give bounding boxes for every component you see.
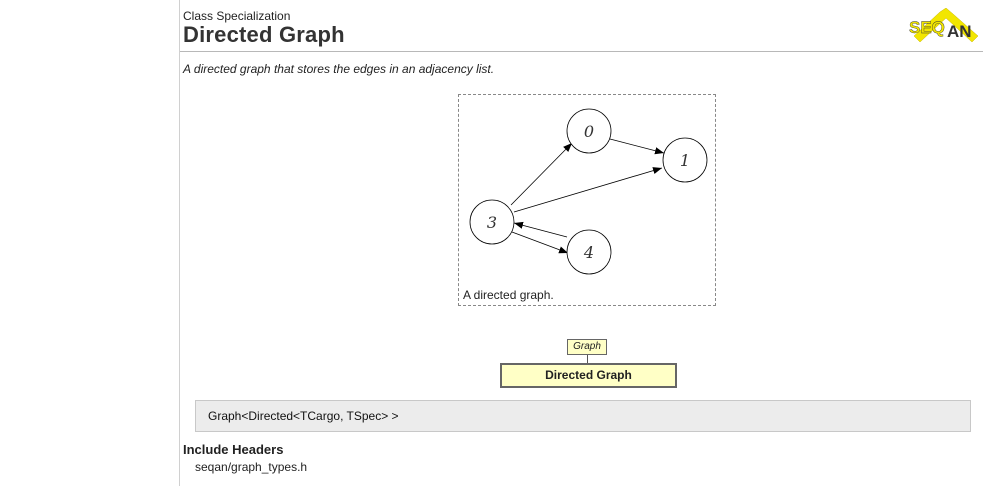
- node-3-label: 3: [487, 213, 497, 232]
- logo-text-an: AN: [947, 22, 972, 41]
- seqan-logo-icon: SEQ AN: [909, 7, 979, 43]
- hierarchy-self-directed-graph: Directed Graph: [500, 363, 677, 388]
- node-3: [469, 199, 515, 245]
- hierarchy-parent-graph[interactable]: Graph: [567, 339, 607, 355]
- edge-0-to-1: [609, 138, 665, 155]
- left-border: [179, 0, 180, 486]
- logo-text-seq: SEQ: [909, 18, 945, 37]
- edge-3-to-1: [513, 167, 663, 213]
- class-signature: Graph<Directed<TCargo, TSpec> >: [195, 400, 971, 432]
- class-summary: A directed graph that stores the edges i…: [183, 62, 495, 76]
- node-1: [662, 137, 708, 183]
- node-0: [566, 108, 612, 154]
- doc-kind-label: Class Specialization: [183, 9, 291, 23]
- page-title: Directed Graph: [183, 22, 345, 47]
- include-file-link[interactable]: seqan/graph_types.h: [195, 460, 308, 474]
- node-1-label: 1: [680, 151, 690, 170]
- node-0-label: 0: [584, 122, 594, 141]
- hierarchy-connector: [587, 355, 588, 363]
- node-4-label: 4: [583, 243, 594, 262]
- graph-figure: 0 1 3 4 A directed graph.: [458, 94, 716, 306]
- seqan-logo[interactable]: SEQ AN: [906, 7, 986, 48]
- node-4: [566, 229, 612, 275]
- figure-caption: A directed graph.: [463, 288, 554, 302]
- include-headers-heading: Include Headers: [183, 442, 284, 457]
- directed-graph-diagram: 0 1 3 4: [469, 108, 708, 275]
- edge-3-to-4: [511, 231, 569, 254]
- edge-3-to-0: [510, 142, 573, 206]
- edge-4-to-3: [513, 221, 568, 238]
- header-divider: [180, 51, 983, 52]
